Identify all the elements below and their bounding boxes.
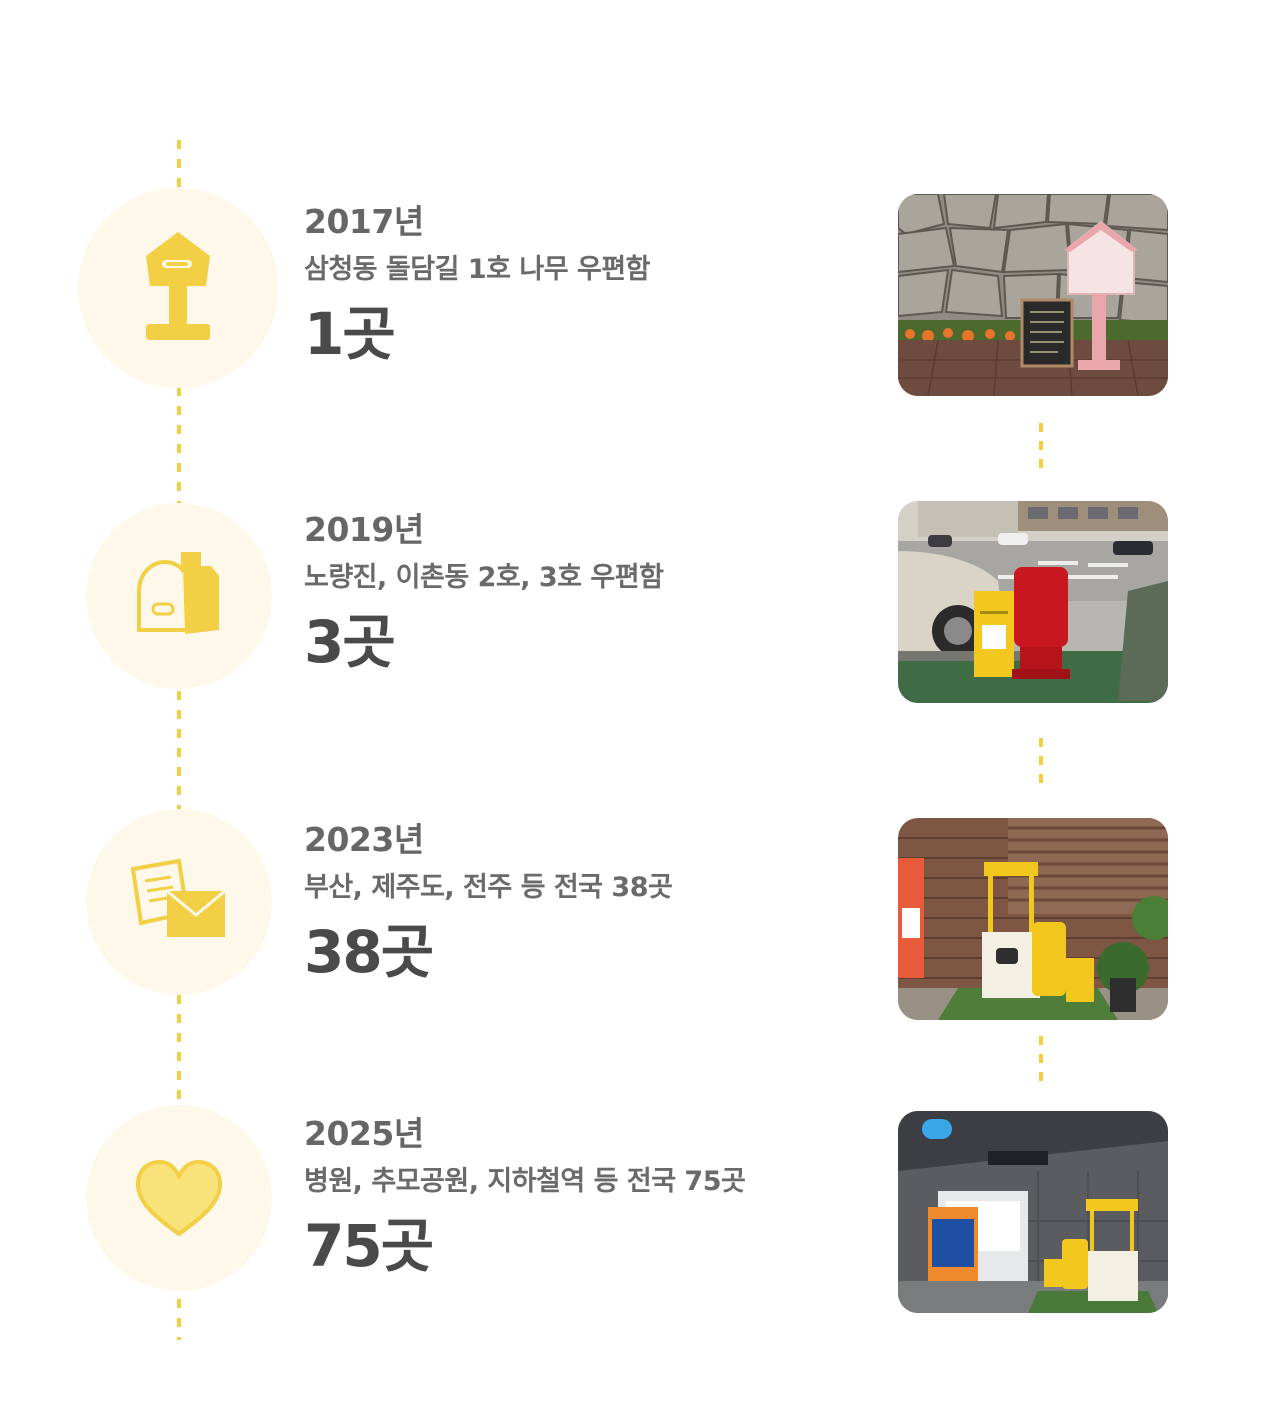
timeline-item-2025: 2025년 병원, 추모공원, 지하철역 등 전국 75곳 75곳 xyxy=(304,1114,746,1280)
photo-stone-wall-mailbox xyxy=(898,194,1168,396)
timeline-line xyxy=(177,140,181,1340)
timeline-item-2017: 2017년 삼청동 돌담길 1호 나무 우편함 1곳 xyxy=(304,205,650,363)
timeline-year: 2019년 xyxy=(304,510,424,549)
photo-subway-mailbox-booth xyxy=(898,1111,1168,1313)
timeline-icon-circle-2017 xyxy=(78,188,278,388)
photo-connector xyxy=(1039,738,1043,790)
post-mailbox-icon xyxy=(137,552,219,634)
photo-indoor-mailbox-booth xyxy=(898,818,1168,1020)
timeline-count: 75곳 xyxy=(304,1212,434,1280)
timeline-icon-circle-2019 xyxy=(86,503,272,689)
timeline-description: 노량진, 이촌동 2호, 3호 우편함 xyxy=(304,562,664,593)
timeline-item-2023: 2023년 부산, 제주도, 전주 등 전국 38곳 38곳 xyxy=(304,820,673,986)
timeline-description: 부산, 제주도, 전주 등 전국 38곳 xyxy=(304,872,673,903)
wooden-mailbox-icon xyxy=(146,232,210,340)
timeline-description: 삼청동 돌담길 1호 나무 우편함 xyxy=(304,254,650,285)
timeline-icon-circle-2023 xyxy=(86,809,272,995)
timeline-count: 1곳 xyxy=(304,300,396,368)
timeline-item-2019: 2019년 노량진, 이촌동 2호, 3호 우편함 3곳 xyxy=(304,510,664,676)
timeline-year: 2025년 xyxy=(304,1114,424,1153)
letters-icon xyxy=(130,858,226,937)
timeline-count: 38곳 xyxy=(304,918,434,986)
heart-icon xyxy=(135,1159,223,1237)
timeline-icon-circle-2025 xyxy=(86,1105,272,1291)
timeline-year: 2023년 xyxy=(304,820,424,859)
timeline-description: 병원, 추모공원, 지하철역 등 전국 75곳 xyxy=(304,1166,746,1197)
photo-connector xyxy=(1039,423,1043,475)
timeline-count: 3곳 xyxy=(304,608,396,676)
timeline-year: 2017년 xyxy=(304,202,424,241)
photo-connector xyxy=(1039,1036,1043,1090)
photo-street-mailboxes xyxy=(898,501,1168,703)
